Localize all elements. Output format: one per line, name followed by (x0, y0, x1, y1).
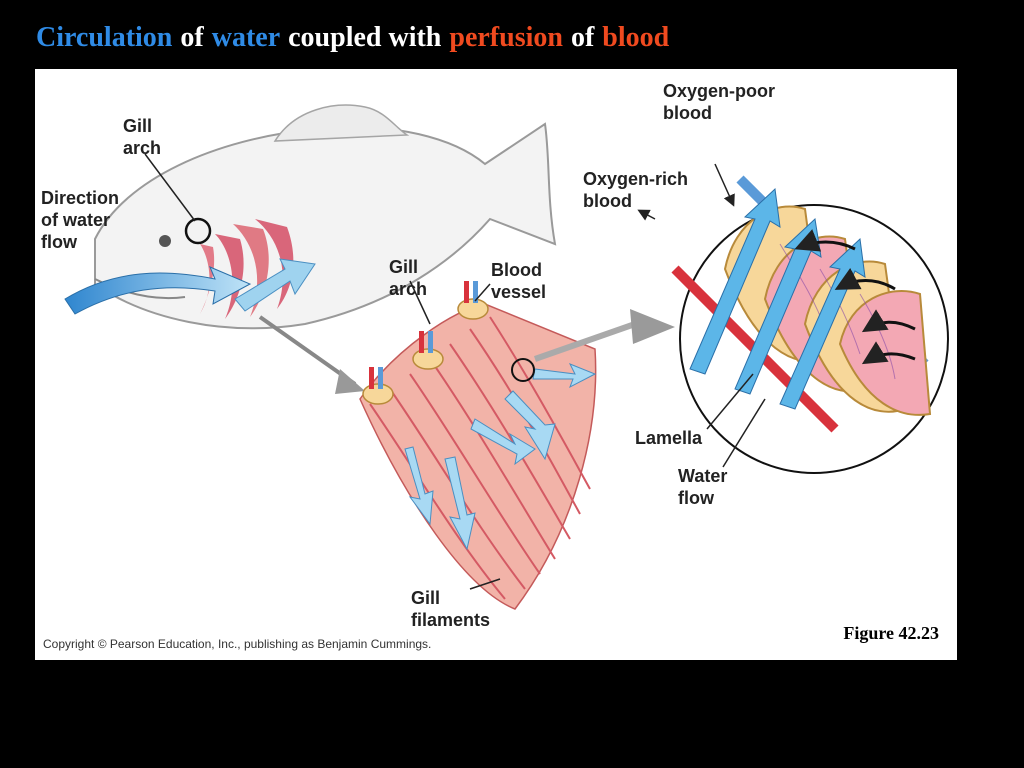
lamella-closeup (671, 175, 949, 474)
gill-arch-detail (359, 281, 597, 610)
fish-illustration (64, 104, 557, 330)
zoom-arrow (335, 369, 365, 394)
label-water-flow-direction: Direction of water flow (41, 188, 120, 252)
zoom-connector (258, 315, 357, 386)
label-blood-vessel: Blood vessel (491, 260, 547, 302)
title-word: perfusion (449, 22, 563, 53)
filament-water-arrows (404, 363, 597, 551)
label-gill-filaments: Gill filaments (411, 588, 491, 630)
gill-arch-highlight (184, 217, 212, 245)
water-flow-arrow (64, 266, 252, 315)
title-word: of (570, 22, 595, 53)
label-gill-arch-fish: Gill arch (123, 116, 162, 158)
zoom-arrow-2 (630, 309, 675, 344)
label-water-flow: Water flow (678, 466, 728, 508)
lamella-highlight (511, 358, 535, 382)
label-oxygen-rich-blood: Oxygen-rich blood (583, 169, 689, 211)
label-lamella: Lamella (635, 428, 703, 448)
fish-eye (159, 235, 171, 247)
arch-vessels (369, 281, 478, 389)
title-word: of (180, 22, 204, 53)
figure-caption: Figure 42.23 (843, 623, 939, 643)
label-oxygen-poor-blood: Oxygen-poor blood (663, 81, 776, 123)
zoom-connector-2 (534, 321, 636, 362)
figure-panel: Gill arch Direction of water flow Gill a… (35, 69, 957, 660)
title-word: coupled with (288, 22, 442, 53)
title-word: blood (602, 22, 670, 53)
gill-diagram (64, 104, 949, 610)
title-word: Circulation (36, 22, 173, 53)
title-word: water (211, 22, 281, 53)
copyright-notice: Copyright © Pearson Education, Inc., pub… (43, 637, 432, 651)
label-gill-arch-detail: Gill arch (389, 257, 428, 299)
